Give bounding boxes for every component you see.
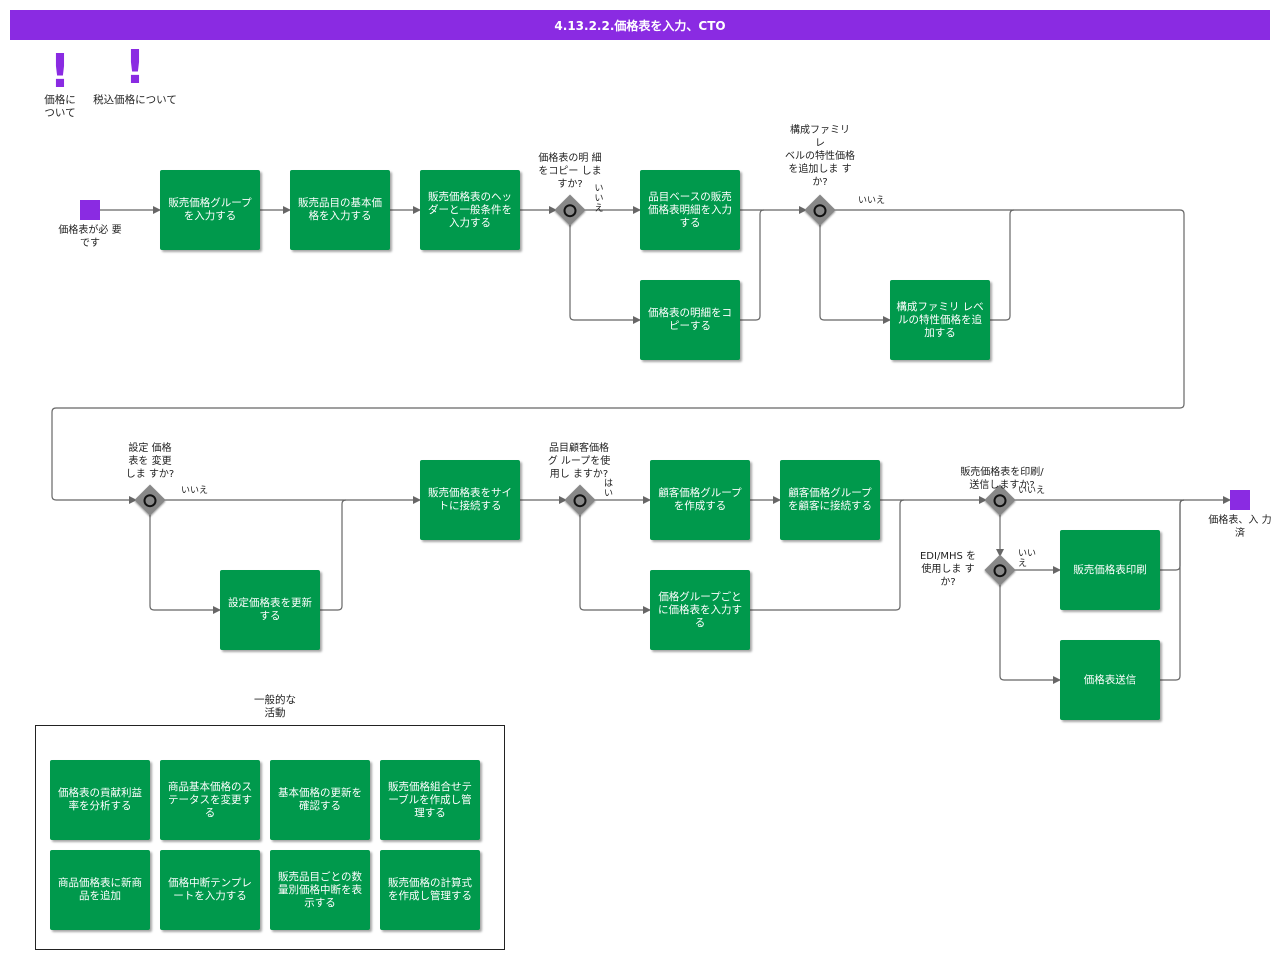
- exclamation-icon[interactable]: !: [49, 44, 71, 98]
- task-update-config-price-list[interactable]: 設定価格表を更新する: [220, 570, 320, 650]
- end-event-label: 価格表、入 力 済: [1208, 515, 1272, 539]
- task-enter-part-price-lines[interactable]: 品目ベースの販売価格表明細を入力する: [640, 170, 740, 250]
- task-enter-price-break-template[interactable]: 価格中断テンプレ ートを入力する: [160, 850, 260, 930]
- note-label-price[interactable]: 価格に ついて: [44, 94, 76, 119]
- task-enter-price-list-header[interactable]: 販売価格表のヘッダーと一般条件を入力する: [420, 170, 520, 250]
- exclamation-icon[interactable]: !: [124, 40, 146, 94]
- edge-label-g3-no: いいえ: [181, 486, 209, 496]
- note-label-tax[interactable]: 税込価格について: [93, 94, 177, 106]
- flow-g4-t11: [579, 514, 651, 614]
- gateway-use-customer-price-group-label: 品目顧客価格 グ ループを使 用し ますか?: [547, 443, 611, 480]
- task-send-price-list[interactable]: 価格表送信: [1060, 640, 1160, 720]
- task-add-family-char-price[interactable]: 構成ファミリ レベルの特性価格を追加する: [890, 280, 990, 360]
- gateway-change-config-price-label: 設定 価格 表を 変更 しま すか?: [125, 443, 175, 480]
- edge-label-g5-no: いいえ: [1018, 486, 1046, 496]
- flow-g2-right: [51, 209, 1185, 504]
- flow-g3-t7: [149, 514, 221, 614]
- diagram-title: 4.13.2.2.価格表を入力、CTO: [10, 10, 1270, 40]
- flow-t5-g2: [740, 209, 765, 321]
- flow-t11-merge: [750, 499, 905, 611]
- task-view-quantity-price-breaks[interactable]: 販売品目ごとの数量別価格中断を表示する: [270, 850, 370, 930]
- task-analyze-contribution-margin[interactable]: 価格表の貢献利益率を分析する: [50, 760, 150, 840]
- flow-t7-merge: [320, 499, 347, 611]
- task-enter-sales-price-group[interactable]: 販売価格グループを入力する: [160, 170, 260, 250]
- gateway-use-edi-mhs-label: EDI/MHS を 使用しま す か?: [919, 551, 976, 588]
- task-enter-price-list-per-group[interactable]: 価格グループごとに価格表を入力する: [650, 570, 750, 650]
- general-activities-group: [35, 725, 505, 950]
- task-manage-price-formulas[interactable]: 販売価格の計算式を作成し管理する: [380, 850, 480, 930]
- flow-g2-t6: [819, 224, 891, 324]
- start-event-label: 価格表が必 要 です: [58, 225, 122, 249]
- task-copy-price-lines[interactable]: 価格表の明細をコピーする: [640, 280, 740, 360]
- gateway-print-send-label: 販売価格表を印刷/ 送信しますか?: [960, 467, 1044, 491]
- gateway-copy-lines-label: 価格表の明 細 をコピー しま すか?: [538, 153, 602, 190]
- start-event[interactable]: [80, 200, 100, 220]
- edge-label-g1-no: い い え: [594, 184, 604, 214]
- task-add-new-part-to-price-list[interactable]: 商品価格表に新商品を追加: [50, 850, 150, 930]
- gateway-add-family-price-label: 構成ファミリ レ ベルの特性価格 を追加しま す か?: [785, 125, 855, 188]
- task-review-base-price-update[interactable]: 基本価格の更新を確認する: [270, 760, 370, 840]
- flow-g6-t13: [999, 584, 1061, 684]
- edge-label-g6-no: いい え: [1018, 549, 1037, 569]
- flow-t6-merge: [990, 209, 1015, 321]
- task-connect-price-list-site[interactable]: 販売価格表をサイトに接続する: [420, 460, 520, 540]
- group-title: 一般的な 活動: [254, 694, 296, 719]
- edge-label-g4-yes: は い: [604, 479, 614, 499]
- flow-t13-merge: [1160, 499, 1185, 681]
- flow-g1-t5: [569, 224, 641, 324]
- end-event[interactable]: [1230, 490, 1250, 510]
- task-enter-base-price[interactable]: 販売品目の基本価格を入力する: [290, 170, 390, 250]
- task-connect-customer-price-group[interactable]: 顧客価格グループを顧客に接続する: [780, 460, 880, 540]
- task-manage-price-matrix[interactable]: 販売価格組合せテーブルを作成し管理する: [380, 760, 480, 840]
- task-create-customer-price-group[interactable]: 顧客価格グループを作成する: [650, 460, 750, 540]
- task-change-base-price-status[interactable]: 商品基本価格のステータスを変更する: [160, 760, 260, 840]
- edge-label-g2-no: いいえ: [858, 196, 886, 206]
- task-print-price-list[interactable]: 販売価格表印刷: [1060, 530, 1160, 610]
